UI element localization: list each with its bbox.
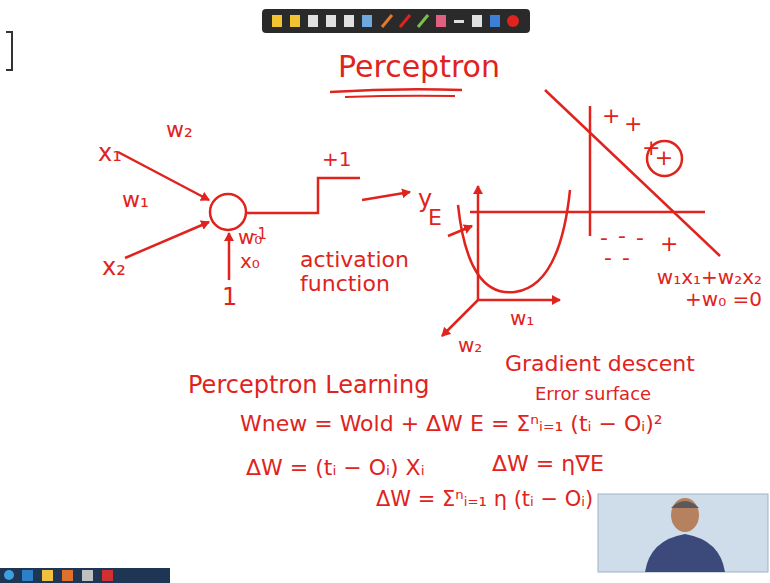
update-rule: ΔW = (tᵢ − Oᵢ) Xᵢ — [246, 456, 425, 480]
decision-boundary-plot — [470, 90, 720, 256]
input-label: x₂ — [102, 254, 126, 280]
weight-label: w₁ — [122, 188, 149, 212]
negative-sample: - — [636, 226, 644, 250]
step-level: -1 — [252, 226, 267, 243]
update-rule: ΔW = Σⁿᵢ₌₁ η (tᵢ − Oᵢ) — [376, 488, 593, 511]
slide-title: Perceptron — [338, 50, 500, 83]
axis-label: E — [428, 206, 442, 230]
error-formula: E = Σⁿᵢ₌₁ (tᵢ − Oᵢ)² — [470, 412, 663, 436]
section-heading: Error surface — [535, 384, 651, 404]
section-heading: Perceptron Learning — [188, 372, 429, 398]
boundary-equation: w₁x₁+w₂x₂ +w₀ =0 — [622, 266, 762, 310]
negative-sample: - — [618, 224, 626, 248]
axis-label: w₁ — [510, 307, 534, 329]
update-rule: ΔW = η∇E — [492, 452, 604, 476]
error-surface-plot — [442, 186, 570, 336]
positive-sample: + — [624, 112, 642, 136]
weight-label: w₂ — [166, 118, 193, 142]
toolbar — [262, 9, 530, 33]
activation-label: activation function — [300, 248, 418, 296]
negative-sample: - — [604, 246, 612, 270]
axis-label: w₂ — [458, 334, 482, 356]
input-label: x₀ — [240, 250, 260, 272]
input-label: x₁ — [98, 140, 122, 166]
circled-sample: + — [645, 139, 684, 178]
update-rule: Wnew = Wold + ΔW — [240, 412, 463, 436]
bias-input: 1 — [222, 284, 237, 310]
presenter-video — [598, 494, 768, 572]
negative-sample: - — [622, 246, 630, 270]
sample-sign: + — [655, 146, 673, 170]
positive-sample: + — [602, 104, 620, 128]
taskbar — [0, 568, 170, 583]
section-heading: Gradient descent — [505, 352, 695, 376]
step-level: +1 — [322, 148, 351, 170]
positive-sample: + — [660, 232, 678, 256]
node-text-group: + — [655, 146, 673, 170]
